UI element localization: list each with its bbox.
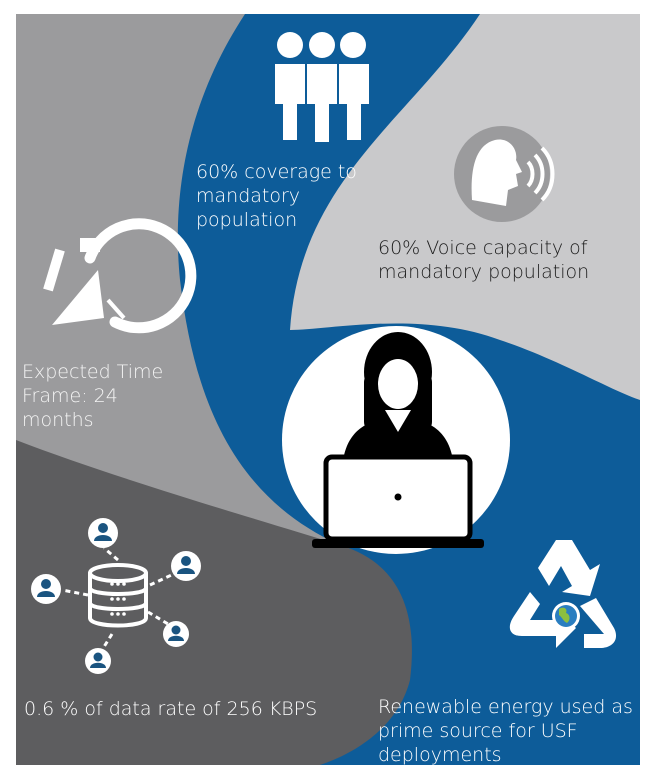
- time-frame-text: Expected Time Frame: 24 months: [22, 361, 164, 431]
- user-avatar-icons: [31, 518, 201, 674]
- database-users-icon: [31, 518, 201, 674]
- user-avatar-icon: [163, 621, 189, 647]
- data-rate-text: 0.6 % of data rate of 256 KBPS: [24, 698, 318, 720]
- mid-gray-region: [16, 14, 340, 545]
- coverage-text: 60% coverage to mandatory population: [196, 161, 357, 231]
- user-avatar-icon: [171, 551, 201, 581]
- speaking-head-icon: [454, 126, 555, 222]
- stopwatch-icon: [43, 218, 197, 334]
- light-gray-region: [290, 14, 640, 400]
- voice-capacity-text: 60% Voice capacity of mandatory populati…: [378, 237, 590, 283]
- user-avatar-icon: [31, 574, 61, 604]
- recycle-globe-icon: [509, 540, 617, 648]
- dark-gray-region: [16, 440, 412, 765]
- renewable-energy-text: Renewable energy used as prime source fo…: [378, 696, 633, 766]
- woman-laptop-icon: [312, 332, 484, 548]
- user-avatar-icon: [85, 648, 111, 674]
- user-avatar-icon: [88, 518, 118, 548]
- people-group-icon: [275, 32, 369, 142]
